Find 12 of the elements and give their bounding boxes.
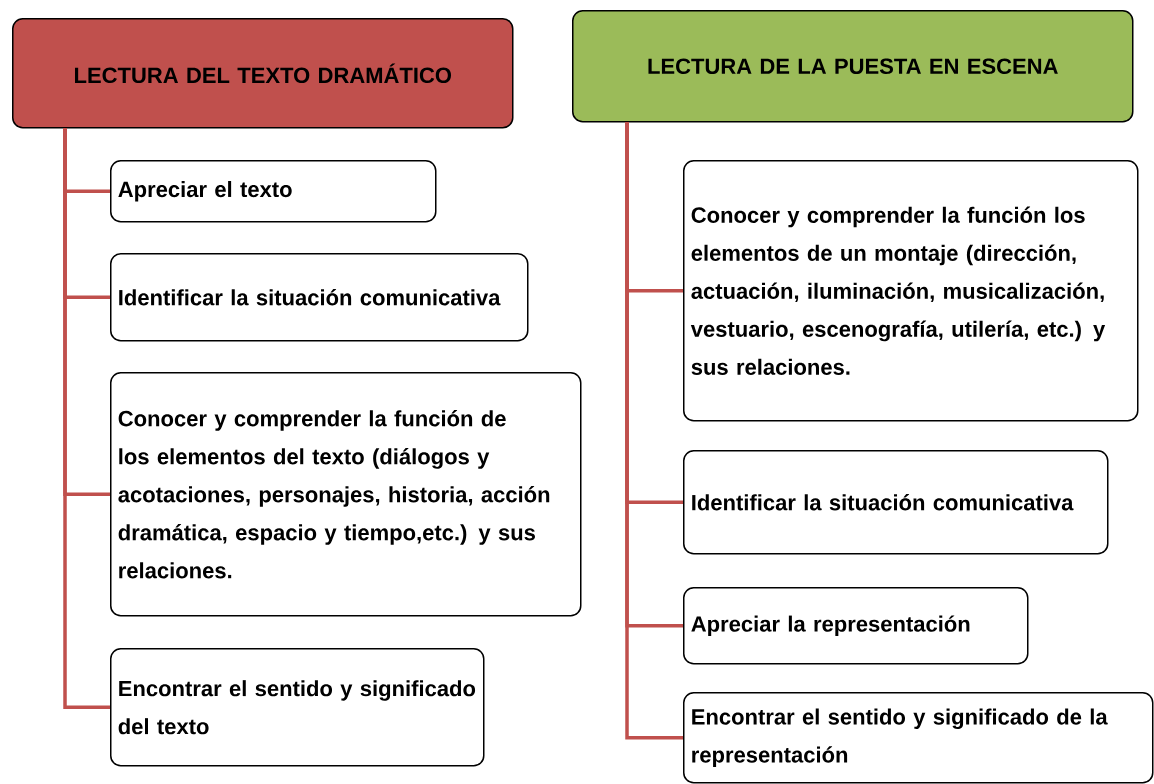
connector-line	[625, 122, 683, 740]
text-box: Conocer y comprender la función de los elementos del texto (diálogos y acotaciones, personajes, historia, acción dramática, espacio y tiempo,etc.) y sus relaciones.	[110, 372, 582, 617]
heading-box: LECTURA DEL TEXTO DRAMÁTICO	[12, 18, 514, 129]
text-box: Encontrar el sentido y significado del texto	[110, 648, 485, 767]
text-box: Identificar la situación comunicativa	[683, 450, 1109, 555]
text-box: Apreciar el texto	[110, 160, 437, 223]
text-box: Apreciar la representación	[683, 587, 1029, 665]
text-box: Identificar la situación comunicativa	[110, 253, 529, 342]
text-box: Conocer y comprender la función los elementos de un montaje (dirección, actuación, iluminación, musicalización, vestuario, escenografía, utilería, etc.) y sus relaciones.	[683, 160, 1139, 422]
connector-line	[63, 128, 110, 709]
heading-box: LECTURA DE LA PUESTA EN ESCENA	[572, 10, 1134, 123]
text-box: Encontrar el sentido y significado de la representación	[683, 692, 1154, 784]
